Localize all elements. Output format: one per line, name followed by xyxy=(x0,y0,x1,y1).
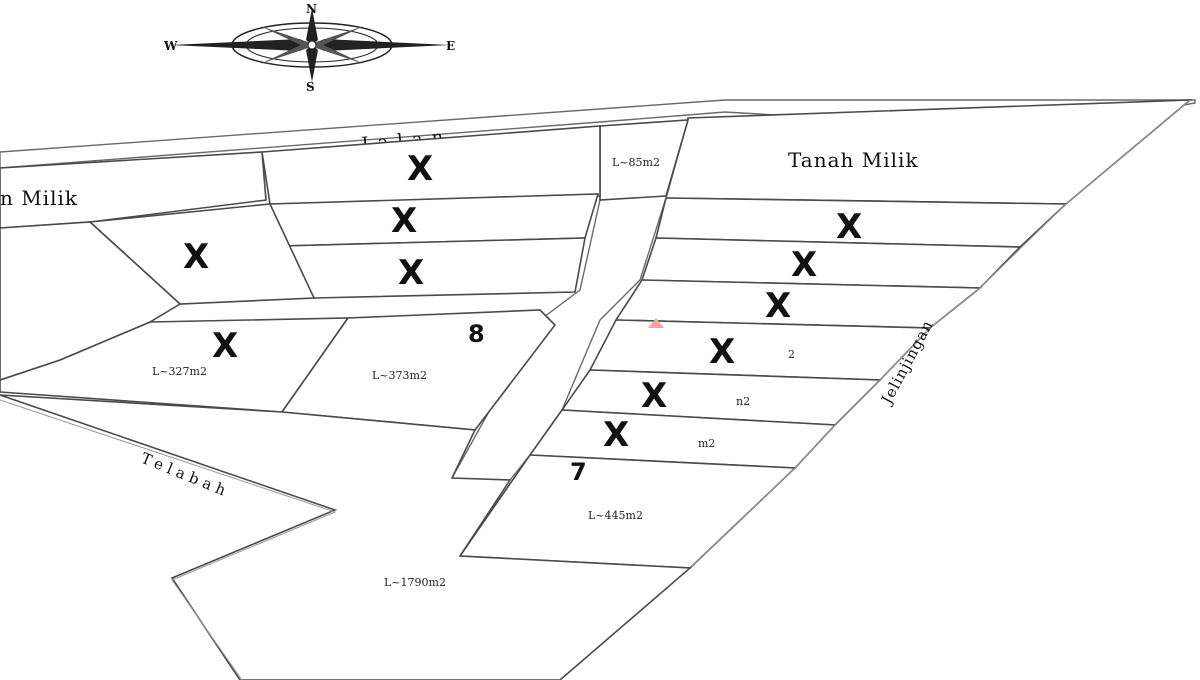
compass-rose: N S E W xyxy=(163,2,455,94)
tanah-milik-right-label: Tanah Milik xyxy=(788,148,919,172)
compass-north-label: N xyxy=(306,2,317,16)
area-373: L~373m2 xyxy=(372,369,427,382)
x-mark: X xyxy=(391,201,417,241)
lot-right-2 xyxy=(640,237,1022,289)
x-mark: X xyxy=(791,245,817,285)
x-mark: X xyxy=(765,286,791,326)
x-mark: X xyxy=(836,207,862,247)
x-mark: X xyxy=(641,376,667,416)
lot-tanah-milik-right xyxy=(664,99,1193,205)
telabah-stream xyxy=(0,394,693,680)
area-85: L~85m2 xyxy=(612,156,660,169)
lot-center-2 xyxy=(280,237,586,299)
tanah-milik-left-label: n Milik xyxy=(0,186,78,210)
compass-east-label: E xyxy=(446,39,455,53)
lot-number-7: 7 xyxy=(570,458,587,486)
compass-south-label: S xyxy=(306,80,315,94)
area-fragment-n2: n2 xyxy=(736,395,750,408)
x-mark: X xyxy=(709,332,735,372)
lot-west xyxy=(0,221,182,381)
area-fragment-m2: m2 xyxy=(698,437,715,450)
location-marker xyxy=(648,318,664,328)
area-fragment-2: 2 xyxy=(788,348,795,361)
lot-8 xyxy=(280,309,557,431)
area-327: L~327m2 xyxy=(152,365,207,378)
area-445: L~445m2 xyxy=(588,509,643,522)
x-mark: X xyxy=(603,415,629,455)
access-road xyxy=(450,119,689,481)
area-1790: L~1790m2 xyxy=(384,576,446,589)
lot-number-8: 8 xyxy=(468,320,485,348)
x-mark: X xyxy=(398,253,424,293)
compass-west-label: W xyxy=(163,39,178,53)
parcel-block: Tanah Milik L~85m2 7 L~445m2 Jelinjingan… xyxy=(450,99,1193,680)
x-mark: X xyxy=(407,149,433,189)
lot-tanah-milik-left xyxy=(0,151,267,229)
lot-top-center xyxy=(261,125,601,205)
x-mark: X xyxy=(212,326,238,366)
x-mark: X xyxy=(183,237,209,277)
x-marks: X X X X X X X X X X X xyxy=(183,149,862,455)
